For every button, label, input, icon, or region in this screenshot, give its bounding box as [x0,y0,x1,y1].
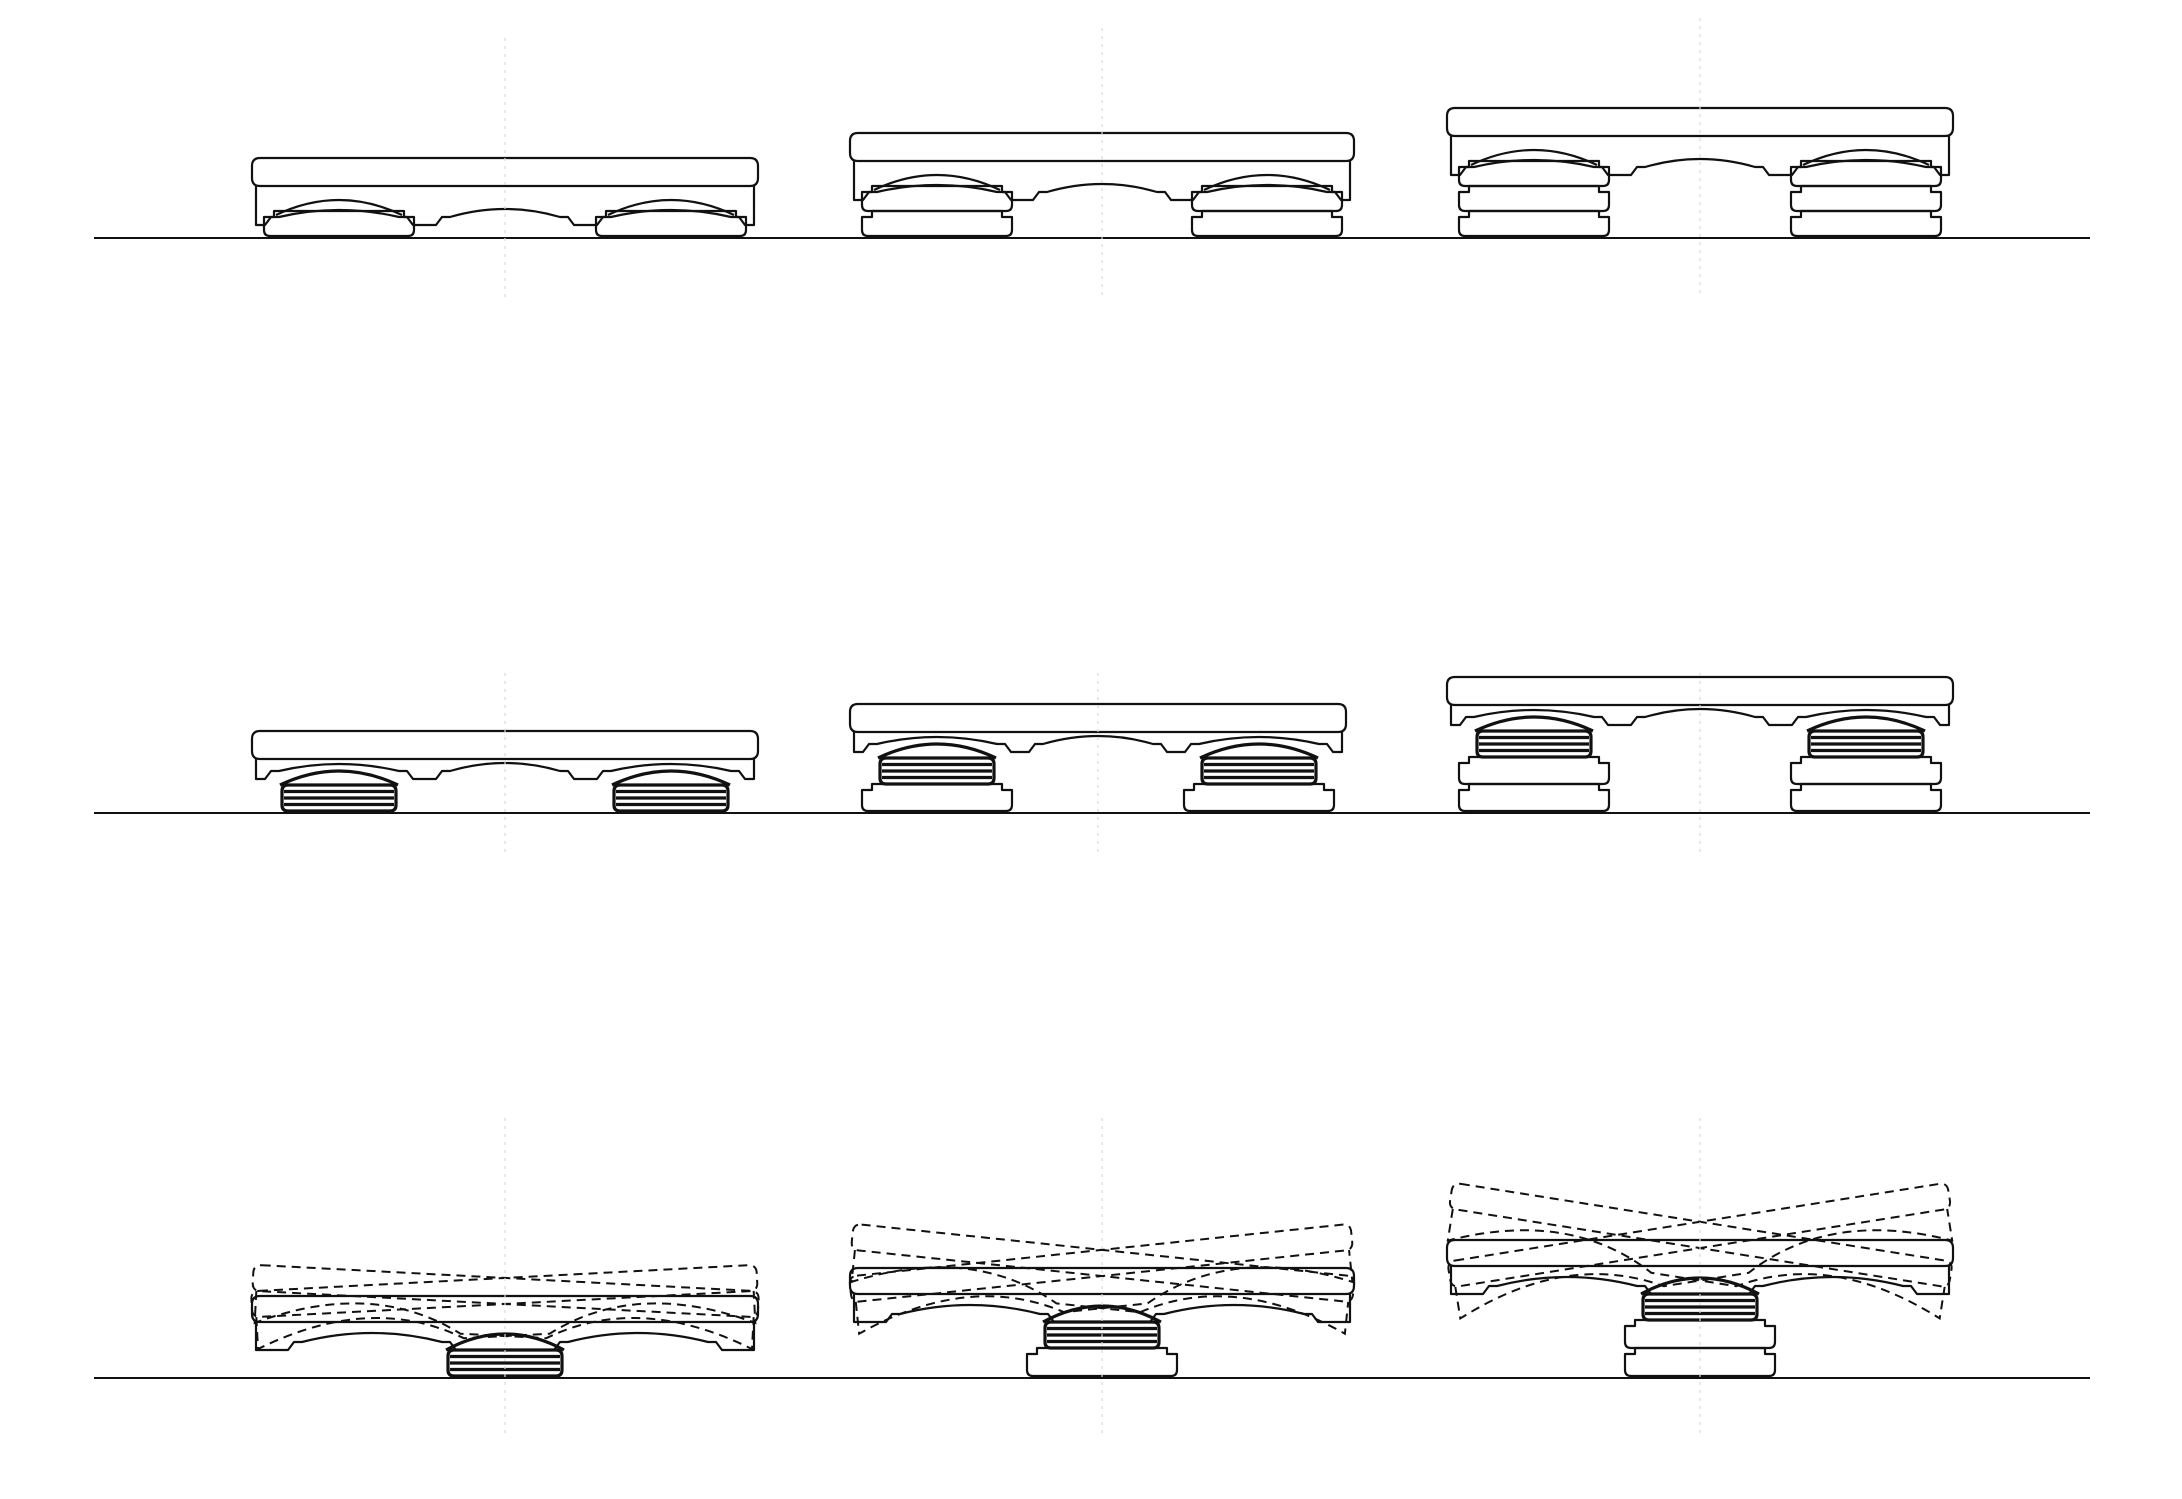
tilted-board-underside [253,1290,755,1351]
center-support-tray [1623,1346,1777,1378]
right-support-tray [1789,209,1943,238]
left-dome [873,173,1001,191]
right-support-tray [1182,782,1336,813]
center-ribbed-pad-frame [446,1348,564,1378]
row3-board-top-plate [1445,1238,1955,1268]
center-ribbed-pad-frame [1641,1292,1759,1322]
row2-panel-3 [1445,675,1955,813]
row1-board-top-plate [1445,106,1955,138]
right-dome [607,198,735,216]
left-support-tray [1457,159,1611,188]
row2-panel-2 [848,702,1348,813]
center-support-tray [1623,1318,1777,1350]
right-support-tray [1789,782,1943,813]
tilted-board-right-high [1446,1182,1953,1321]
right-dome [1199,742,1319,760]
left-ribbed-pad-frame [1475,729,1593,759]
tilted-board-outline [251,1264,760,1318]
left-support-tray [1457,782,1611,813]
tilted-board-outline [850,1223,1356,1303]
row1-board-underside [1449,136,1951,177]
center-ribbed-pad-frame [1043,1320,1161,1350]
center-dome [1042,1304,1162,1324]
row1-board-top-plate [848,131,1356,163]
tilted-board-outline [848,1223,1354,1303]
row3-board-underside [852,1294,1352,1324]
row2-board-top-plate [250,729,760,761]
tilted-board-left-high [848,1223,1354,1336]
row3-board-top-plate [848,1266,1356,1296]
tilted-board-left-high [1447,1182,1954,1321]
row1-board-underside [852,161,1352,202]
tilted-board-right-high [251,1264,760,1351]
left-support-tray [860,209,1014,238]
left-dome [275,198,403,216]
right-ribbed-pad-frame [1200,756,1318,786]
left-support-tray [1457,755,1611,786]
row1-panel-1 [250,156,760,238]
row1-panel-3 [1445,106,1955,238]
row2-board-top-plate [1445,675,1955,707]
left-support-tray [860,782,1014,813]
left-support-tray [1457,209,1611,238]
row3-panel-2 [848,1223,1356,1378]
left-support-tray [262,209,416,238]
right-support-tray [594,209,748,238]
right-support-tray [1789,184,1943,213]
left-dome [877,742,997,760]
left-dome [279,769,399,787]
row1-board-underside [254,186,756,227]
center-support-tray [1025,1346,1179,1378]
row1-panel-2 [848,131,1356,238]
left-support-tray [860,184,1014,213]
tilted-board-underside [255,1290,757,1351]
right-ribbed-pad-frame [612,783,730,813]
right-dome [1802,148,1930,166]
right-dome [1203,173,1331,191]
right-support-tray [1190,209,1344,238]
tilted-board-underside [850,1249,1350,1336]
row2-board-underside [1449,705,1951,727]
right-support-tray [1789,159,1943,188]
left-ribbed-pad-frame [280,783,398,813]
row2-board-top-plate [848,702,1348,734]
row2-board-underside [852,732,1344,754]
row1-board-top-plate [250,156,760,188]
left-dome [1470,148,1598,166]
tilted-board-outline [1447,1182,1952,1288]
left-support-tray [1457,184,1611,213]
left-ribbed-pad-frame [878,756,996,786]
right-support-tray [1190,184,1344,213]
tilted-board-underside [1454,1208,1954,1321]
left-dome [1474,715,1594,733]
tilted-board-underside [854,1249,1354,1336]
right-ribbed-pad-frame [1807,729,1925,759]
right-dome [1806,715,1926,733]
tilted-board-right-high [850,1223,1356,1336]
tilted-board-underside [1446,1208,1946,1321]
tilted-board-outline [250,1264,759,1318]
right-support-tray [1789,755,1943,786]
tilted-board-outline [1448,1182,1953,1288]
right-dome [611,769,731,787]
